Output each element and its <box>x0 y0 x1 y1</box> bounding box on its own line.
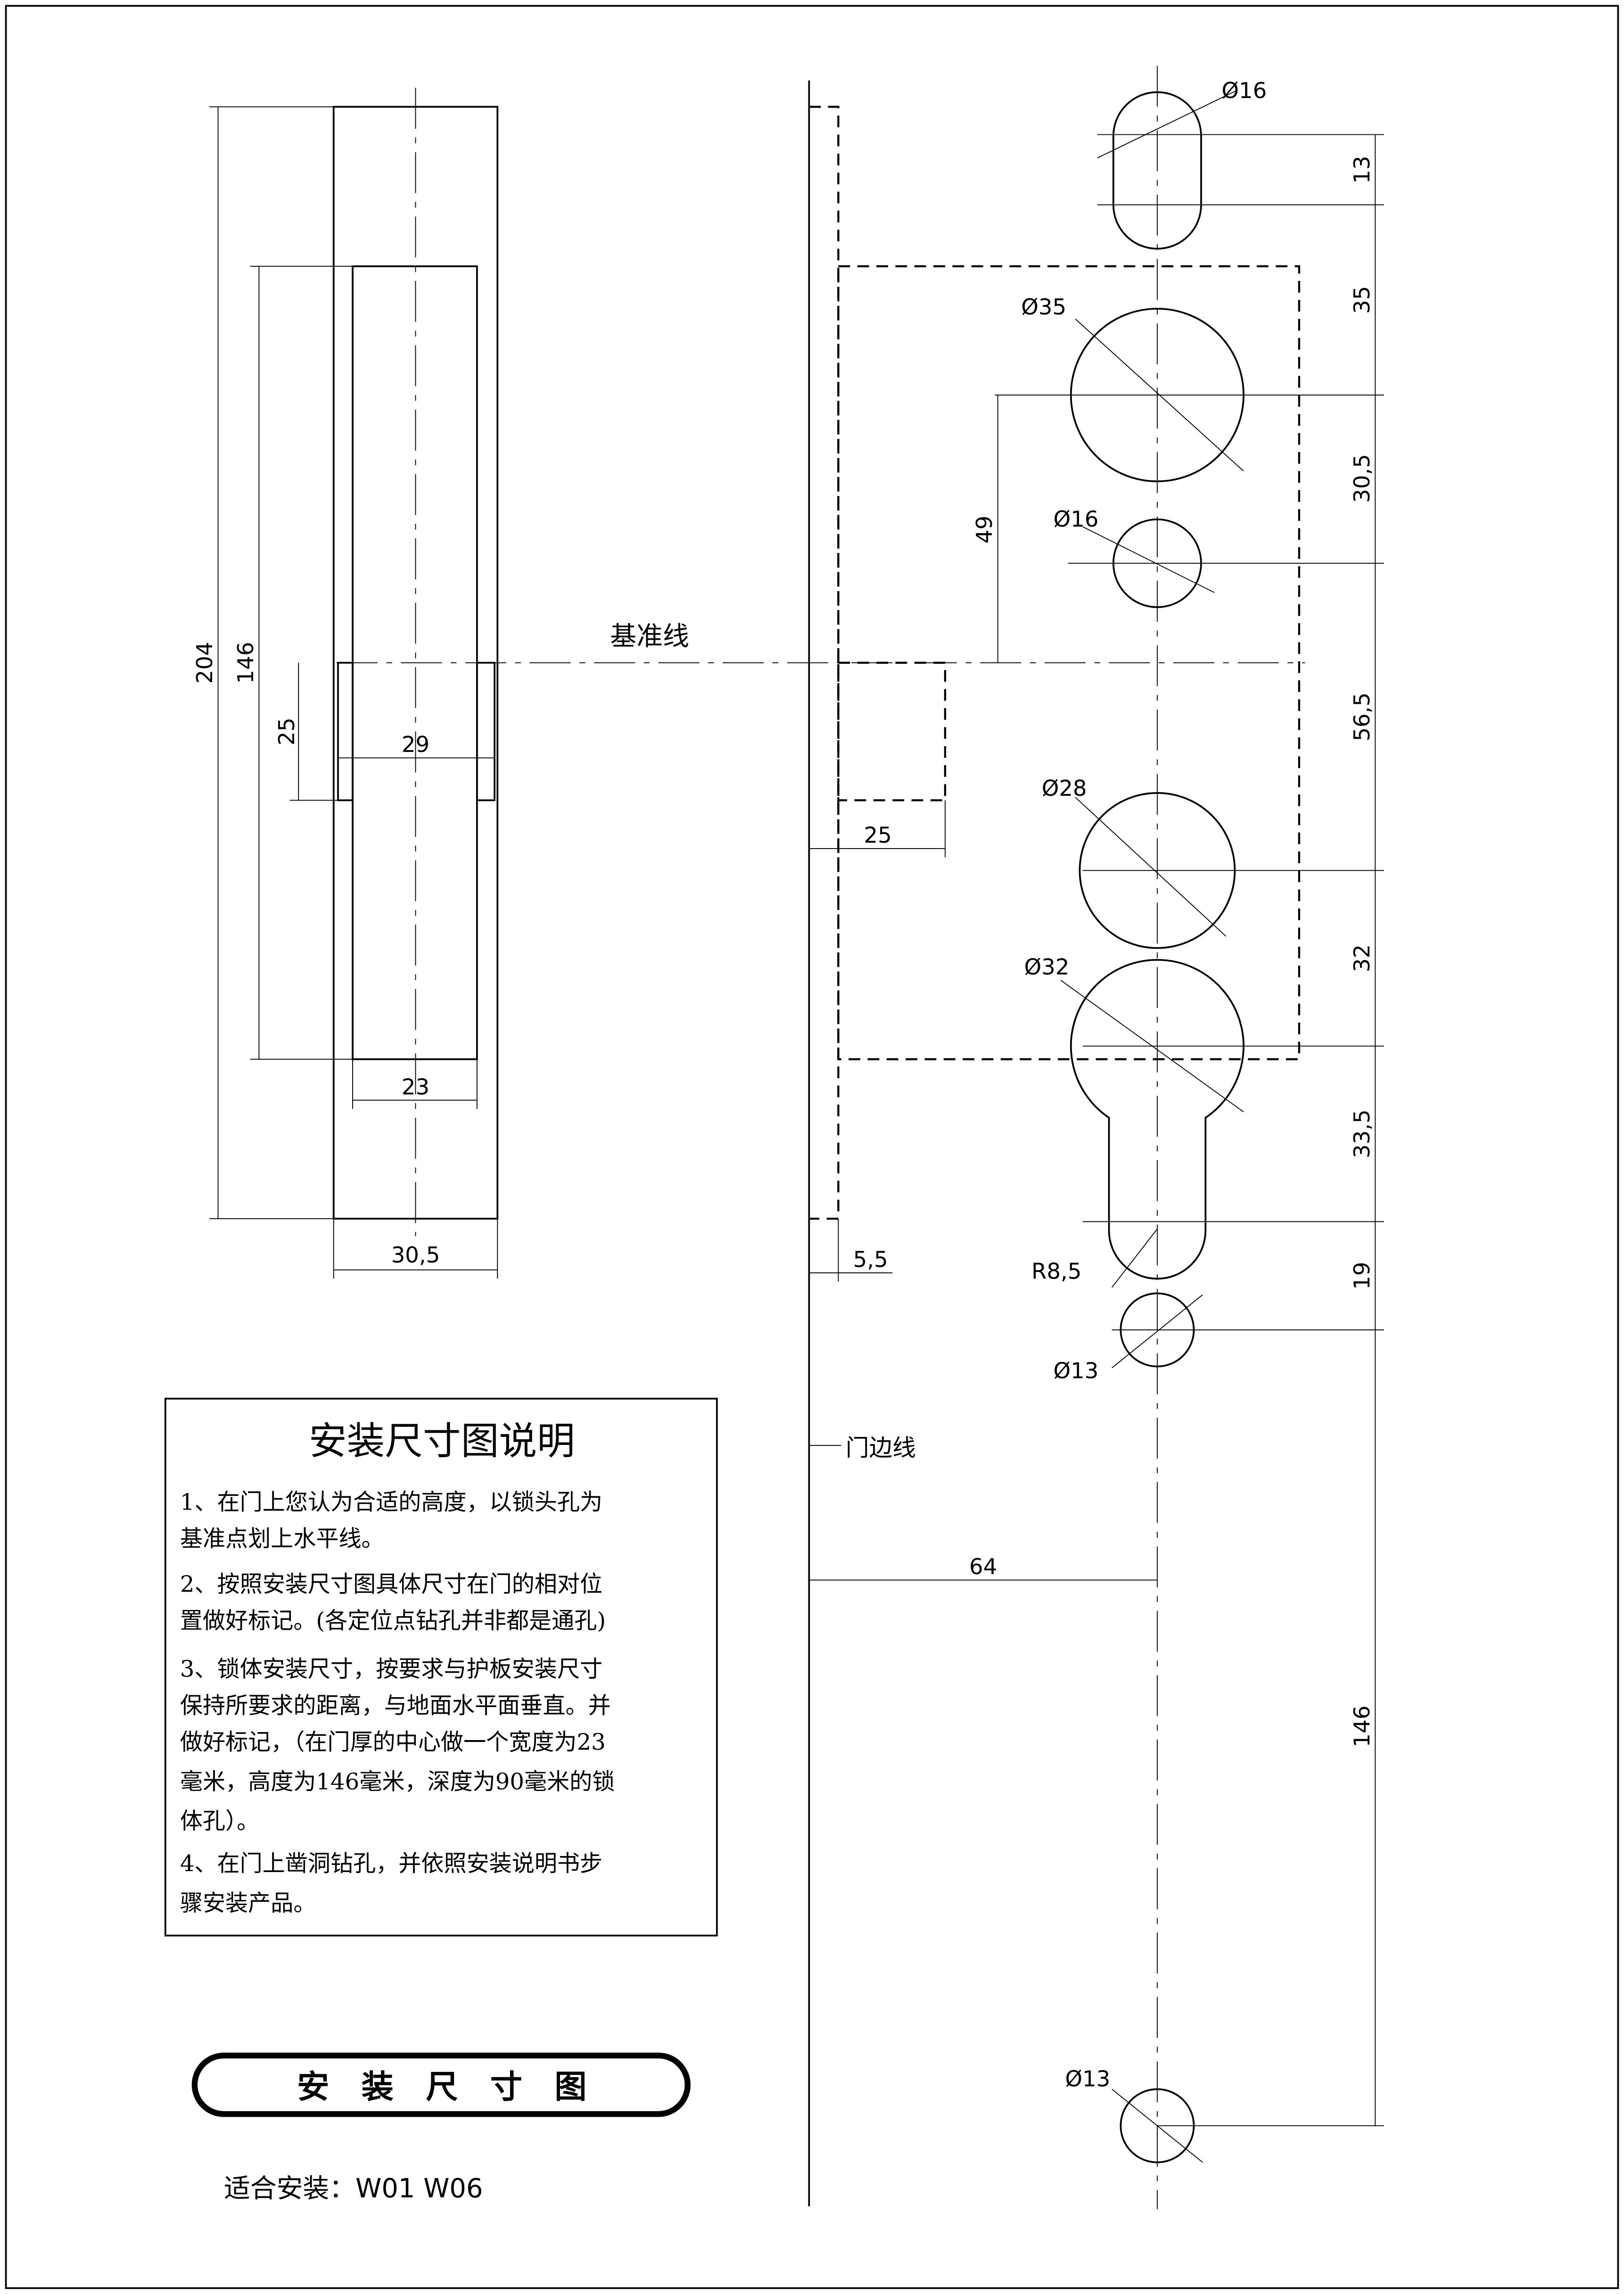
dim-49: 49 <box>972 516 997 544</box>
door-edge-label: 门边线 <box>846 1434 916 1461</box>
note-line: 基准点划上水平线。 <box>180 1526 384 1552</box>
dim-23: 23 <box>402 1074 429 1099</box>
door-layout-view: Ø16 Ø35 Ø16 Ø28 Ø32 R8,5 Ø13 Ø13 13 35 3… <box>808 66 1384 2210</box>
label-dia-16-slot: Ø16 <box>1221 78 1267 103</box>
label-r-8-5: R8,5 <box>1031 1258 1081 1284</box>
note-line: 毫米，高度为146毫米，深度为90毫米的锁 <box>180 1768 615 1795</box>
strike-notch-right <box>476 661 495 801</box>
dim-35: 35 <box>1349 286 1375 314</box>
dim-13: 13 <box>1349 156 1375 183</box>
dim-32: 32 <box>1349 944 1375 972</box>
dim-64: 64 <box>969 1554 997 1579</box>
dim-25-latch: 25 <box>864 823 892 848</box>
notes-title: 安装尺寸图说明 <box>309 1419 575 1464</box>
note-line: 1、在门上您认为合适的高度，以锁头孔为 <box>180 1489 602 1516</box>
note-line: 保持所要求的距离，与地面水平面垂直。并 <box>180 1692 611 1719</box>
note-line: 置做好标记。(各定位点钻孔并非都是通孔) <box>180 1608 606 1634</box>
sheet-border <box>5 5 1619 2289</box>
label-dia-13-lower: Ø13 <box>1065 2066 1110 2091</box>
title-banner-text: 安 装 尺 寸 图 <box>297 2069 586 2106</box>
note-line: 骤安装产品。 <box>180 1890 316 1916</box>
dim-33-5: 33,5 <box>1349 1109 1375 1158</box>
notes-box: 安装尺寸图说明 1、在门上您认为合适的高度，以锁头孔为 基准点划上水平线。 2、… <box>164 1397 718 1937</box>
dim-5-5: 5,5 <box>853 1246 888 1272</box>
note-line: 4、在门上凿洞钻孔，并依照安装说明书步 <box>180 1850 602 1877</box>
label-dia-16: Ø16 <box>1054 506 1099 532</box>
compatible-models: 适合安装：W01 W06 <box>224 2173 483 2204</box>
dim-29: 29 <box>402 732 429 757</box>
note-line: 做好标记，（在门厚的中心做一个宽度为23 <box>180 1729 606 1756</box>
note-line: 2、按照安装尺寸图具体尺寸在门的相对位 <box>180 1571 602 1597</box>
faceplate-view: 204 146 25 29 23 30,5 <box>192 88 499 1279</box>
strike-notch-left <box>337 661 354 801</box>
note-line: 体孔）。 <box>180 1808 259 1834</box>
dim-19: 19 <box>1349 1262 1375 1289</box>
slot-hole-16 <box>1112 91 1202 250</box>
title-banner <box>191 2052 691 2117</box>
dim-25: 25 <box>274 718 299 745</box>
latch-dashed <box>837 661 947 801</box>
label-dia-28: Ø28 <box>1042 776 1087 801</box>
dim-56-5: 56,5 <box>1349 693 1375 742</box>
dim-204: 204 <box>192 642 217 684</box>
dim-30-5: 30,5 <box>1349 454 1375 503</box>
keyhole-cylinder <box>1070 959 1245 1280</box>
label-dia-32: Ø32 <box>1024 954 1069 980</box>
dim-146-right: 146 <box>1349 1705 1375 1747</box>
datum-label: 基准线 <box>610 621 689 652</box>
label-dia-35: Ø35 <box>1021 294 1066 320</box>
note-line: 3、锁体安装尺寸，按要求与护板安装尺寸 <box>180 1656 602 1682</box>
dim-30-5: 30,5 <box>391 1242 440 1268</box>
dim-146: 146 <box>233 642 258 684</box>
label-dia-13-upper: Ø13 <box>1054 1358 1099 1383</box>
